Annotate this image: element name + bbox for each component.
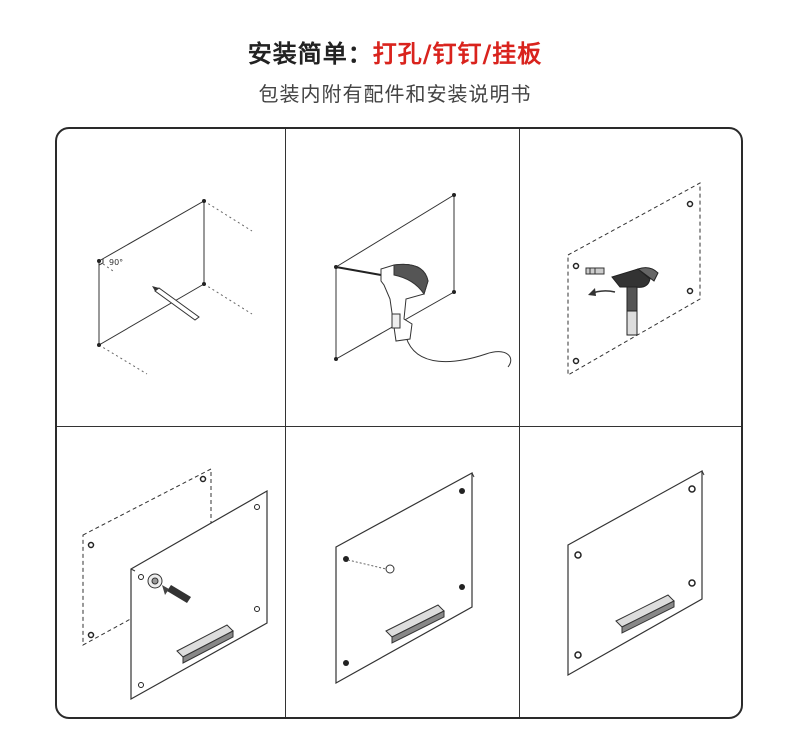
grid-divider-v1 [285, 129, 286, 717]
step-measure: 90° [57, 129, 285, 426]
steps-grid: 90° [55, 127, 743, 719]
pen-tray-icon [176, 624, 234, 664]
angle-label: 90° [109, 258, 123, 267]
screw-icon [147, 573, 191, 603]
grid-divider-v2 [519, 129, 520, 717]
cap-illustration [335, 471, 475, 685]
grid-divider-h [57, 426, 741, 427]
hammer-icon [611, 267, 659, 336]
pencil-icon [152, 286, 200, 321]
title-highlight: 打孔/钉钉/挂板 [372, 40, 543, 68]
cap-icon [385, 564, 395, 574]
drill-illustration [334, 193, 512, 368]
title-prefix: 安装简单： [247, 40, 373, 68]
arrow-left-icon [588, 288, 616, 296]
hammer-illustration [567, 182, 701, 376]
wall-anchor-icon [585, 267, 605, 275]
step-mount-screw [57, 427, 285, 717]
step-finished [520, 427, 741, 717]
step-hammer-anchor [520, 129, 741, 426]
step-cover-cap [286, 427, 519, 717]
pen-tray-icon [385, 604, 445, 644]
measure-illustration: 90° [97, 199, 253, 375]
pen-tray-icon [615, 594, 675, 634]
finished-illustration [567, 469, 705, 677]
page-title: 安装简单：打孔/钉钉/挂板 [0, 34, 790, 69]
step-drill [286, 129, 519, 426]
page-subtitle: 包装内附有配件和安装说明书 [258, 82, 532, 106]
mount-illustration [82, 468, 268, 701]
drill-icon [335, 263, 429, 342]
